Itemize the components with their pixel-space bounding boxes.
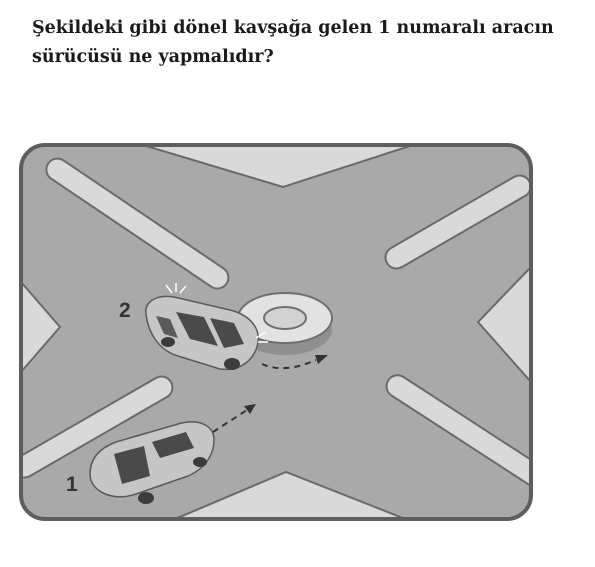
question-text: Şekildeki gibi dönel kavşağa gelen 1 num… — [32, 14, 572, 72]
question-line-1: Şekildeki gibi dönel kavşağa gelen 1 num… — [32, 14, 572, 43]
car-2-label: 2 — [119, 299, 131, 322]
roundabout-illustration: 2 1 — [18, 142, 534, 522]
car-1-label: 1 — [66, 473, 78, 496]
question-line-2: sürücüsü ne yapmalıdır? — [32, 43, 572, 72]
